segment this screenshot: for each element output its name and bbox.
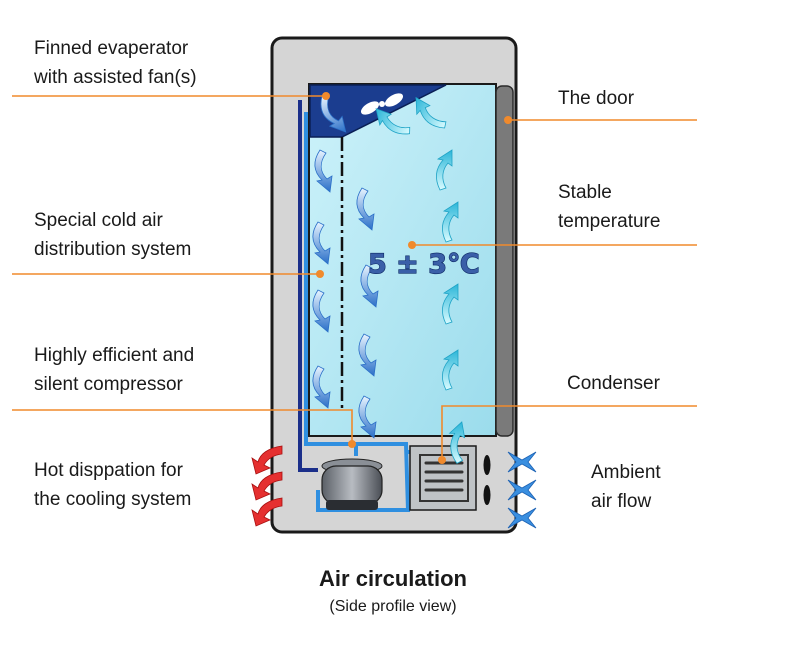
cold-compartment (308, 83, 497, 437)
door (495, 85, 514, 437)
label-evaporator: Finned evaperator with assisted fan(s) (34, 38, 197, 88)
label-distribution: Special cold air distribution system (34, 210, 192, 260)
fan-icon (360, 93, 404, 115)
condenser-fan-icon (483, 455, 491, 505)
caption-title: Air circulation (319, 566, 467, 591)
caption-subtitle: (Side profile view) (329, 598, 457, 615)
label-ambient-air-flow: Ambient air flow (591, 462, 661, 512)
leader-condenser (441, 405, 697, 460)
label-door: The door (558, 88, 635, 109)
label-hot-dissipation: Hot disppation for the cooling system (34, 460, 192, 510)
pipe-light-loop (316, 442, 411, 512)
leader-compressor (12, 409, 353, 442)
temperature-readout: 5 ± 3℃ (368, 249, 480, 280)
label-stable-temperature: Stable temperature (558, 182, 661, 232)
label-compressor: Highly efficient and silent compressor (34, 345, 195, 395)
leader-dots (316, 92, 512, 464)
condenser-icon (409, 445, 477, 511)
pipe-light (304, 112, 358, 456)
pipe-dark (298, 100, 318, 472)
leader-lines (12, 95, 697, 460)
label-condenser: Condenser (567, 373, 660, 394)
compressor-icon (321, 458, 383, 510)
